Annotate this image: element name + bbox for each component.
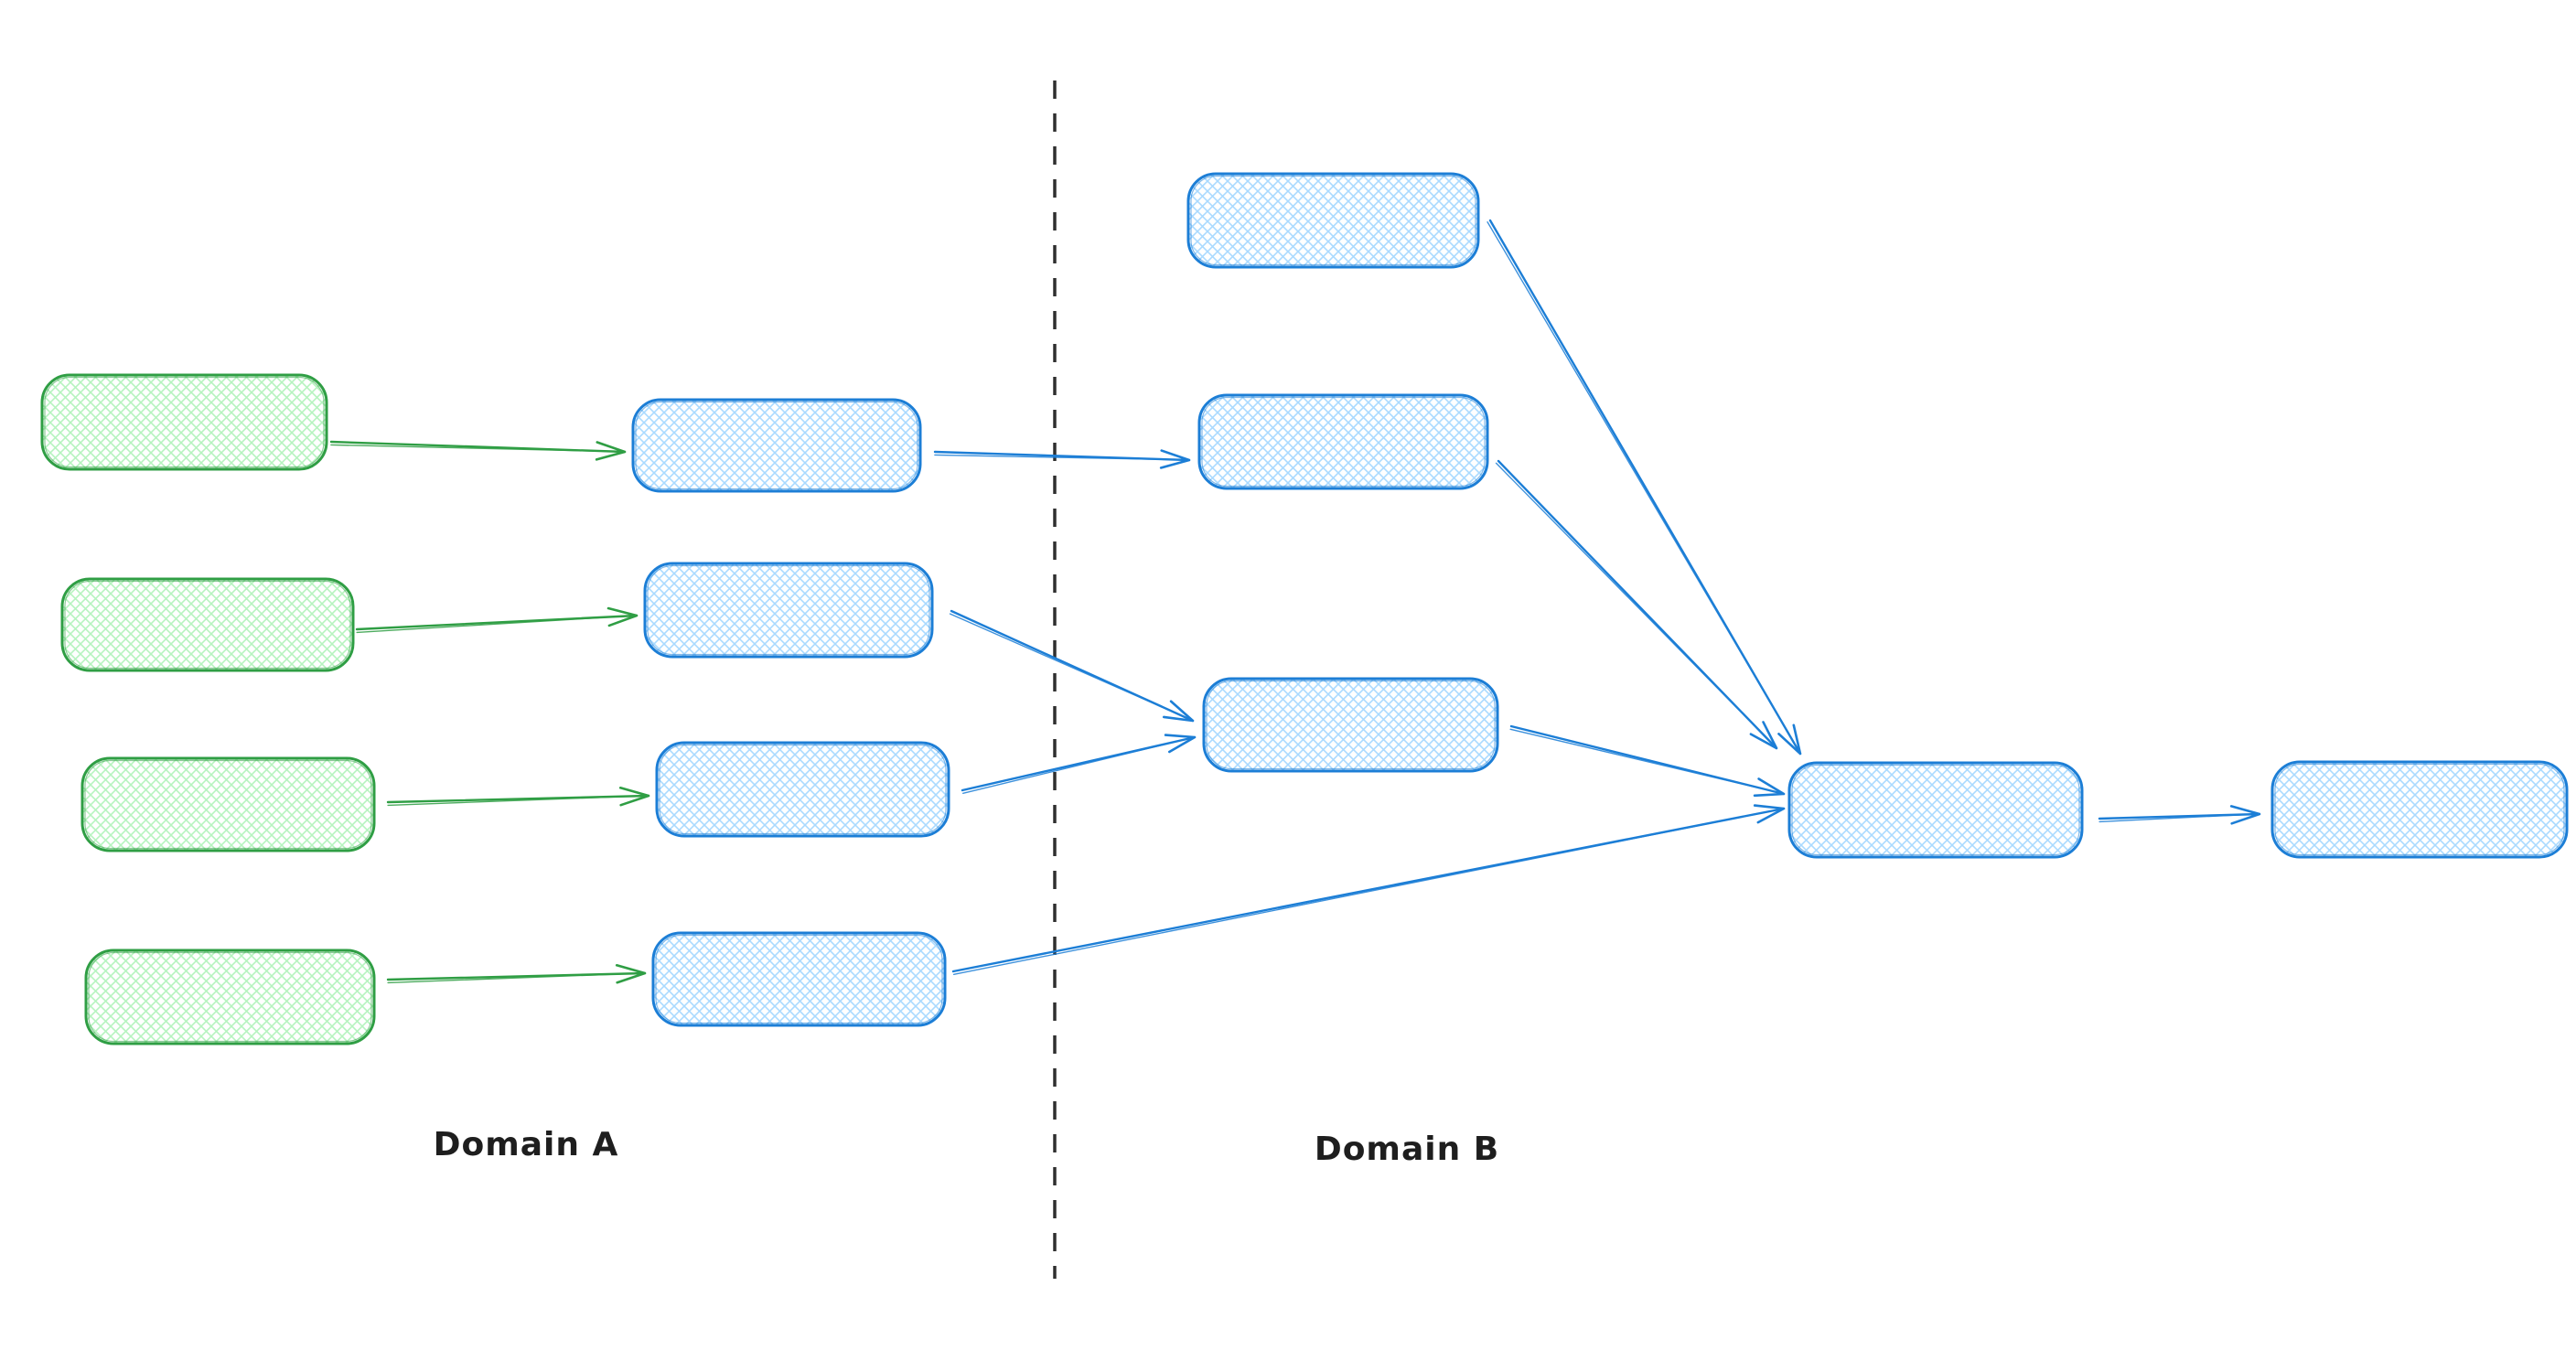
edge-a2-to-process2[interactable] [355,606,639,634]
edge-a4-to-process4[interactable] [386,964,647,984]
node-domain-a-process-2[interactable] [643,562,934,659]
edge-shaft-sketch [356,615,629,634]
node-domain-b-aggregator[interactable] [1787,761,2084,859]
sketch-echo-outline [659,744,947,835]
edges-layer [329,219,2261,984]
sketch-echo-outline [44,376,325,468]
arrowhead [1777,724,1802,756]
blue-box [655,741,950,838]
green-box [60,577,355,672]
node-domain-a-source-4[interactable] [84,949,376,1045]
arrowhead [1749,721,1778,750]
edge-process4-to-aggregator[interactable] [951,804,1786,976]
edge-b3-to-aggregator[interactable] [1509,724,1786,798]
edge-a1-to-process1[interactable] [329,440,627,461]
edge-a3-to-process3[interactable] [386,786,650,807]
sketch-echo-outline [635,401,918,490]
edge-b2-to-aggregator[interactable] [1495,459,1778,750]
sketch-echo-outline [1206,680,1496,770]
blue-box [651,931,947,1027]
sketch-echo-outline [647,564,930,656]
node-domain-a-source-1[interactable] [40,373,328,471]
node-domain-b-node-2[interactable] [1197,393,1489,490]
arrowhead [1159,449,1191,469]
blue-box [1197,393,1489,490]
node-domain-a-source-2[interactable] [60,577,355,672]
edge-shaft-sketch [2098,813,2252,823]
edge-shaft-sketch [952,809,1776,976]
blue-box [2270,760,2569,859]
arrowhead [1162,700,1195,723]
sketch-echo-outline [1190,175,1476,266]
nodes-layer [40,172,2569,1045]
arrowhead [1753,777,1786,798]
arrowhead [1753,804,1786,824]
blue-box [631,398,922,493]
node-domain-b-node-3[interactable] [1202,677,1499,773]
edge-shaft-sketch [934,454,1182,461]
sketch-echo-outline [88,951,372,1043]
edge-shaft-sketch [330,444,617,453]
arrowhead [615,964,647,984]
sketch-echo-outline [2274,763,2565,856]
node-domain-a-process-4[interactable] [651,931,947,1027]
domain-a-label[interactable]: Domain A [434,1126,619,1163]
edge-shaft-sketch [962,738,1187,795]
sketch-echo-outline [84,759,372,850]
edge-shaft-sketch [387,795,641,807]
arrowhead [1164,734,1197,754]
green-box [84,949,376,1045]
node-domain-a-source-3[interactable] [80,756,376,852]
green-box [80,756,376,852]
node-domain-b-output[interactable] [2270,760,2569,859]
arrowhead [618,786,650,807]
edge-b1-to-aggregator[interactable] [1487,219,1802,756]
edge-process2-to-b3[interactable] [949,609,1195,723]
edge-shaft-sketch [387,972,638,984]
node-domain-a-process-1[interactable] [631,398,922,493]
node-domain-b-node-1[interactable] [1186,172,1480,269]
arrowhead [595,441,627,461]
blue-box [1787,761,2084,859]
sketch-echo-outline [64,580,351,670]
edge-process1-to-b2[interactable] [933,449,1191,469]
edge-shaft-sketch [1509,728,1776,793]
blue-box [1186,172,1480,269]
arrowhead [2229,805,2261,825]
domain-b-label[interactable]: Domain B [1315,1131,1499,1168]
sketch-echo-outline [1791,764,2080,856]
sketch-echo-outline [655,934,943,1024]
edge-shaft-sketch [1487,221,1798,747]
edge-aggregator-to-output[interactable] [2098,805,2261,825]
green-box [40,373,328,471]
arrowhead [606,606,639,627]
node-domain-a-process-3[interactable] [655,741,950,838]
edge-process3-to-b3[interactable] [961,734,1197,795]
edge-shaft-sketch [1495,462,1772,744]
blue-box [643,562,934,659]
sketch-echo-outline [1201,396,1486,488]
edge-shaft-sketch [949,613,1186,718]
blue-box [1202,677,1499,773]
